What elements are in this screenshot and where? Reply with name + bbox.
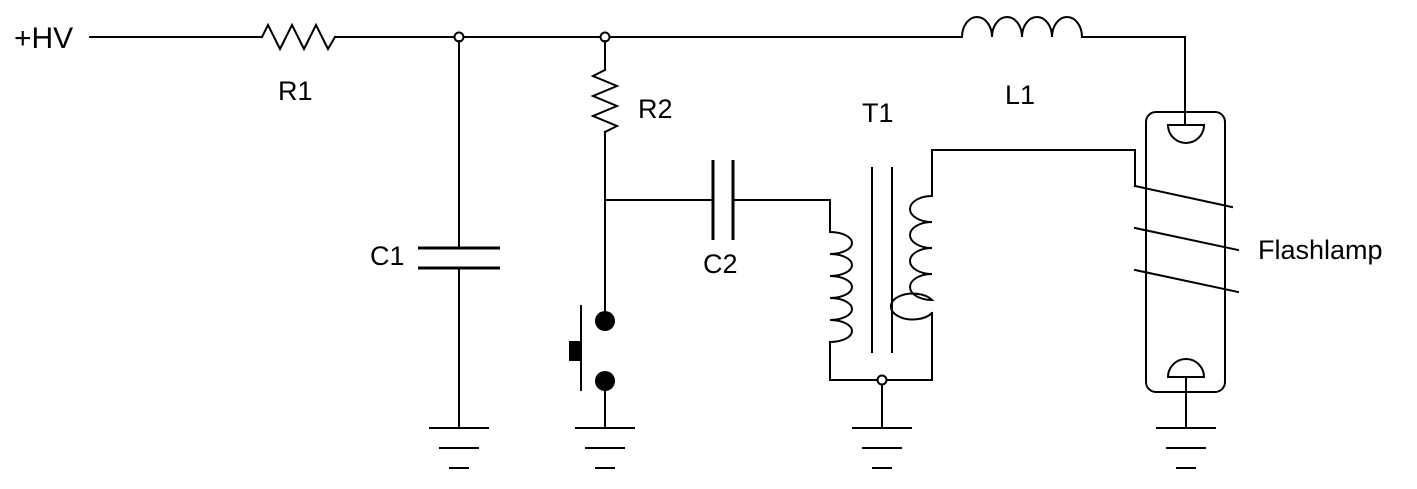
capacitor-c2 [604,160,831,240]
flashlamp [1133,111,1240,429]
supply-label: +HV [14,22,73,55]
push-button-switch [569,305,615,429]
r1-label: R1 [278,76,313,106]
resistor-r1 [260,22,337,52]
c1-label: C1 [370,241,405,271]
flashlamp-bottom-electrode [1166,358,1206,378]
c2-label: C2 [703,249,738,279]
transformer-primary-coil [828,230,853,344]
ground-symbol-switch [575,427,635,469]
trigger-wire-turn-3 [1133,268,1240,294]
ground-symbol-lamp [1156,427,1216,469]
junction-node-t1 [876,374,888,386]
inductor-l1 [960,16,1084,39]
transformer-secondary-coil [889,194,935,321]
ground-symbol-t1 [852,427,912,469]
flashlamp-label: Flashlamp [1258,235,1383,265]
trigger-wire-turn-2 [1133,226,1240,252]
supply-rail [89,36,1186,126]
l1-label: L1 [1005,80,1035,110]
trigger-wire-turn-1 [1133,184,1234,209]
ground-symbol-c1 [429,427,489,469]
capacitor-c1 [418,40,500,429]
r2-label: R2 [638,94,673,124]
resistor-r2 [590,68,620,134]
flashlamp-top-electrode [1166,124,1206,144]
transformer-t1 [828,149,1136,429]
t1-label: T1 [862,98,894,128]
